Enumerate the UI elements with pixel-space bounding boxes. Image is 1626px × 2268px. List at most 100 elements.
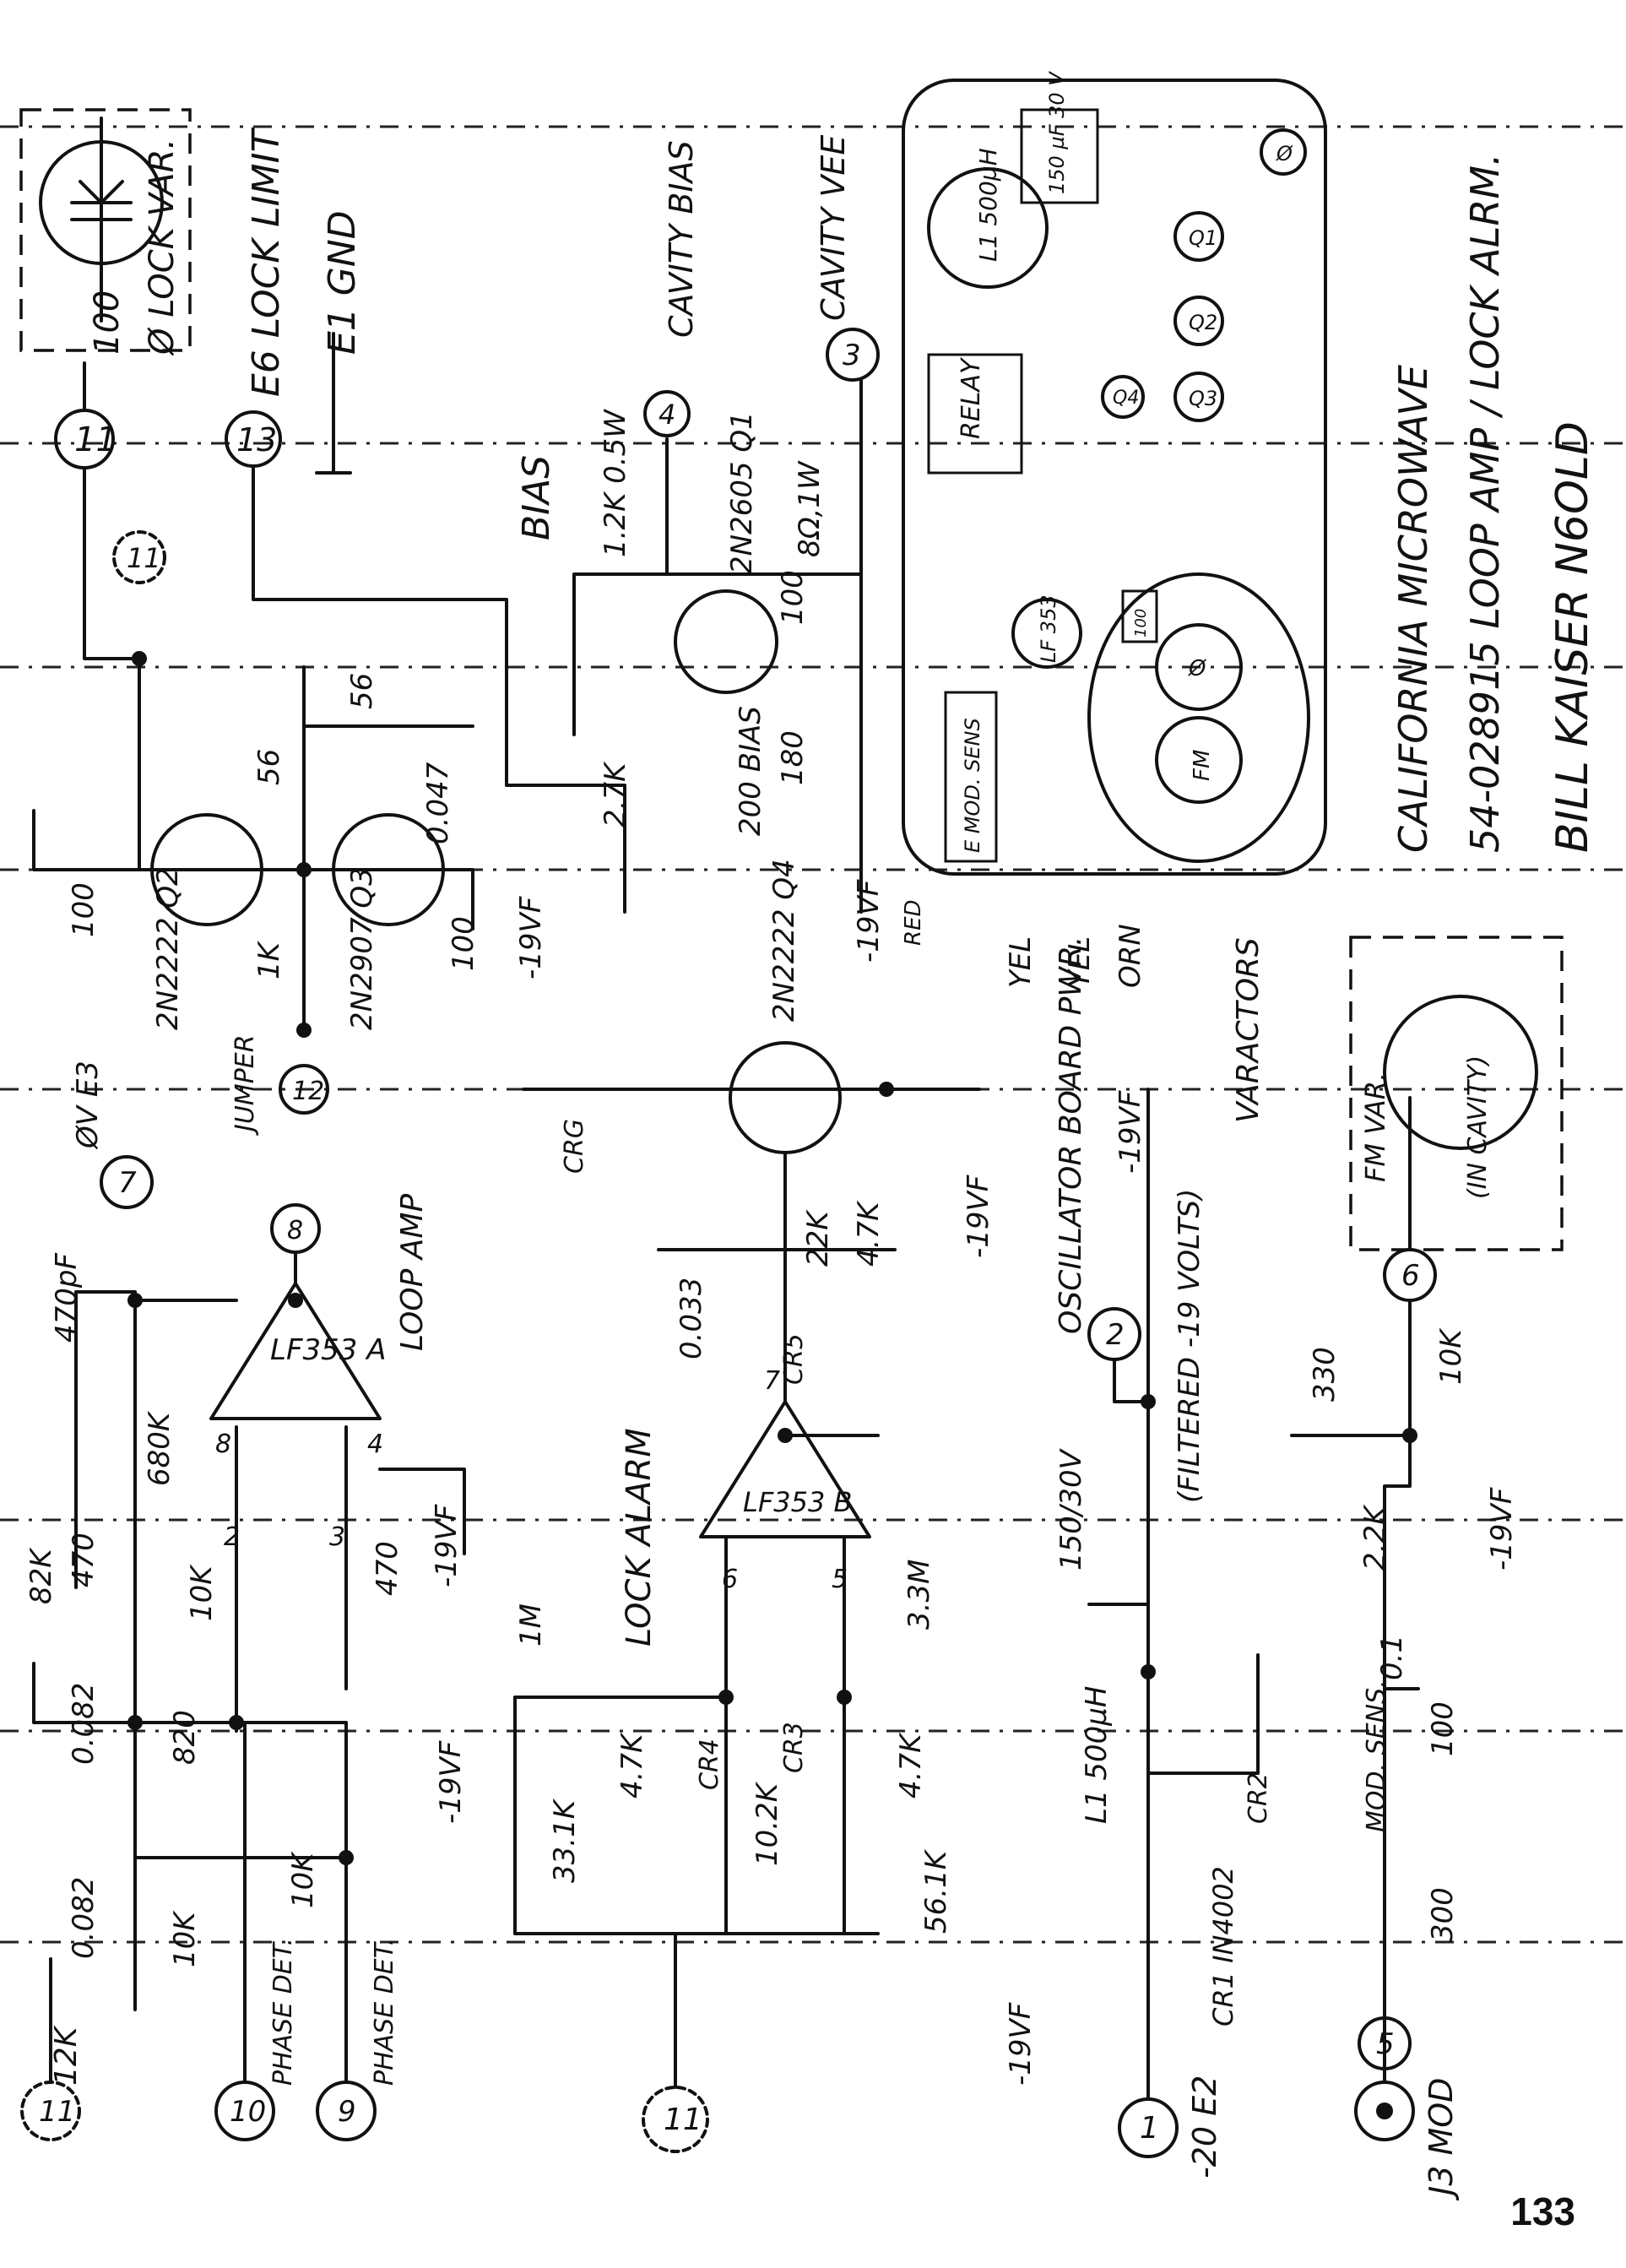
v19-opa: -19VF bbox=[430, 1504, 463, 1587]
crg: CRG bbox=[560, 1119, 589, 1174]
r-12k: 12K bbox=[49, 2025, 84, 2086]
loop-amp-label: LOOP AMP bbox=[395, 1194, 430, 1351]
board-q2: Q2 bbox=[1189, 311, 1217, 334]
pin-4: 4 bbox=[367, 1430, 383, 1459]
lock-varactor-section: 11 Ø LOCK VAR. 100 13 E6 LOCK LIMIT E1 G… bbox=[19, 108, 626, 914]
junction bbox=[1141, 1664, 1156, 1679]
phase-detector-section: 11 12K 10 9 PHASE DET. PHASE DET. 0.082 … bbox=[20, 1533, 468, 2141]
e2-label: -20 E2 bbox=[1186, 2075, 1223, 2178]
lock-alarm-label: LOCK ALARM bbox=[620, 1428, 659, 1647]
lock-var-label: Ø LOCK VAR. bbox=[143, 138, 182, 356]
e3-label: ØV E3 bbox=[71, 1061, 105, 1150]
r-47ka: 4.7K bbox=[615, 1732, 649, 1799]
r-47kc: 4.7K bbox=[852, 1200, 886, 1267]
board-lf353: LF 353 bbox=[1037, 594, 1060, 663]
node-8: 8 bbox=[287, 1216, 303, 1245]
c-150-30v: 150/30V bbox=[1054, 1447, 1088, 1571]
r-1m: 1M bbox=[514, 1603, 548, 1647]
r-56a: 56 bbox=[252, 749, 286, 785]
opamp-a-label: LF353 A bbox=[270, 1333, 386, 1367]
r-10kd: 10K bbox=[1434, 1327, 1468, 1385]
board-modsens: E MOD. SENS bbox=[961, 718, 984, 853]
jumper-label: JUMPER bbox=[230, 1034, 260, 1136]
r-22kb: 2.2K bbox=[1358, 1504, 1392, 1571]
cavity-bias-label: CAVITY BIAS bbox=[663, 140, 700, 338]
r-102k: 10.2K bbox=[751, 1781, 784, 1866]
board-l1: L1 500µH bbox=[974, 148, 1002, 262]
r-10k-pot: 10K bbox=[168, 1910, 202, 1967]
modulation-section: J3 MOD 5 300 MOD. SENS. 100 0.1 2.2K 330… bbox=[1004, 924, 1564, 2201]
oscillator-power-section: 1 -20 E2 CR1 IN4002 L1 500µH CR2 150/30V… bbox=[1054, 936, 1273, 2178]
title-block: CALIFORNIA MICROWAVE 54-028915 LOOP AMP … bbox=[1390, 153, 1598, 853]
red-wire: RED bbox=[901, 899, 926, 946]
r-2k7: 2.7K bbox=[599, 761, 632, 827]
r-100-top: 100 bbox=[88, 290, 127, 355]
node-4: 4 bbox=[659, 399, 675, 431]
r-300: 300 bbox=[1426, 1887, 1460, 1942]
board-layout: RELAY L1 500µH 150 µF 30 V Q1 Q2 Q3 Q4 Ø… bbox=[902, 71, 1327, 876]
v19-mod: -19VF bbox=[1485, 1487, 1519, 1571]
r-1k2: 1.2K 0.5W bbox=[599, 409, 632, 557]
junction bbox=[288, 1293, 303, 1308]
r-33k: 33.1K bbox=[548, 1798, 582, 1883]
r-470a: 470 bbox=[67, 1533, 100, 1587]
r-200-bias: 200 BIAS bbox=[734, 706, 767, 836]
board-q4: Q4 bbox=[1113, 388, 1139, 409]
board-phi-var: Ø bbox=[1188, 656, 1207, 681]
c-033: 0.033 bbox=[675, 1278, 708, 1359]
phase-det-9-label: PHASE DET. bbox=[370, 1938, 399, 2086]
node-11-bottom-left: 11 bbox=[39, 2095, 75, 2129]
cr2: CR2 bbox=[1244, 1772, 1273, 1824]
junction bbox=[132, 651, 147, 666]
v19-q3: -19VF bbox=[514, 896, 548, 979]
cr1: CR1 IN4002 bbox=[1207, 1866, 1239, 2027]
junction bbox=[1402, 1428, 1417, 1443]
r-100-q3: 100 bbox=[447, 916, 480, 971]
pin-8: 8 bbox=[215, 1430, 231, 1459]
node-11-mid: 11 bbox=[127, 542, 161, 574]
r-100-bias: 100 bbox=[776, 570, 810, 625]
q2-label: 2N2222 Q2 bbox=[151, 867, 185, 1030]
v19-pd: -19VF bbox=[434, 1740, 468, 1824]
r-33m: 3.3M bbox=[902, 1560, 936, 1630]
v19-la: -19VF bbox=[1004, 2002, 1038, 2086]
title-company: CALIFORNIA MICROWAVE bbox=[1390, 365, 1436, 853]
cavity-vee-label: CAVITY VEE bbox=[815, 135, 852, 321]
node-13: 13 bbox=[236, 421, 277, 458]
r-82k: 82K bbox=[24, 1547, 58, 1604]
board-relay: RELAY bbox=[957, 356, 986, 439]
r-56b: 56 bbox=[345, 673, 379, 709]
v19-bias: -19VF bbox=[852, 879, 886, 963]
c-01: 0.1 bbox=[1375, 1635, 1409, 1680]
r-10k-b: 10K bbox=[286, 1851, 320, 1908]
r-47kb: 4.7K bbox=[894, 1732, 928, 1799]
v19-osc: -19VF bbox=[1114, 1090, 1147, 1174]
title-author: BILL KAISER N6OLD bbox=[1547, 421, 1598, 853]
junction bbox=[778, 1428, 793, 1443]
junction bbox=[339, 1850, 354, 1865]
driver-transistors: 100 2N2222 Q2 1K 2N2907 Q3 100 -19VF 56 … bbox=[32, 651, 548, 1038]
cr4: CR4 bbox=[695, 1739, 724, 1790]
q4-label: 2N2222 Q4 bbox=[767, 859, 801, 1022]
c-082a: 0.082 bbox=[67, 1877, 100, 1959]
r-100-mod: 100 bbox=[1426, 1701, 1460, 1756]
loop-amp-section: LF353 A LOOP AMP 12 8 JUMPER 7 ØV E3 470… bbox=[24, 1034, 466, 1733]
title-part: 54-028915 LOOP AMP / LOCK ALRM. bbox=[1462, 153, 1508, 853]
cr3: CR3 bbox=[779, 1722, 809, 1773]
bias-section: BIAS 4 CAVITY BIAS 3 CAVITY VEE 1.2K 0.5… bbox=[515, 135, 926, 963]
q1-label: 2N2605 Q1 bbox=[725, 411, 759, 574]
r-22k: 22K bbox=[801, 1209, 835, 1267]
r-10k-c: 10K bbox=[185, 1564, 219, 1621]
node-11-bottom: 11 bbox=[664, 2103, 702, 2137]
junction bbox=[1141, 1394, 1156, 1409]
board-phi: Ø bbox=[1276, 142, 1293, 165]
j3-label: J3 MOD bbox=[1423, 2078, 1460, 2201]
board-fm: FM bbox=[1190, 750, 1215, 781]
wire-color-yel-1: YEL bbox=[1004, 936, 1038, 988]
varactors-label: VARACTORS bbox=[1231, 937, 1266, 1123]
r-470b: 470 bbox=[371, 1541, 404, 1596]
c-470pf: 470pF bbox=[50, 1253, 84, 1343]
pin-6: 6 bbox=[722, 1565, 738, 1594]
in-cavity-label: (IN CAVITY) bbox=[1463, 1055, 1493, 1199]
